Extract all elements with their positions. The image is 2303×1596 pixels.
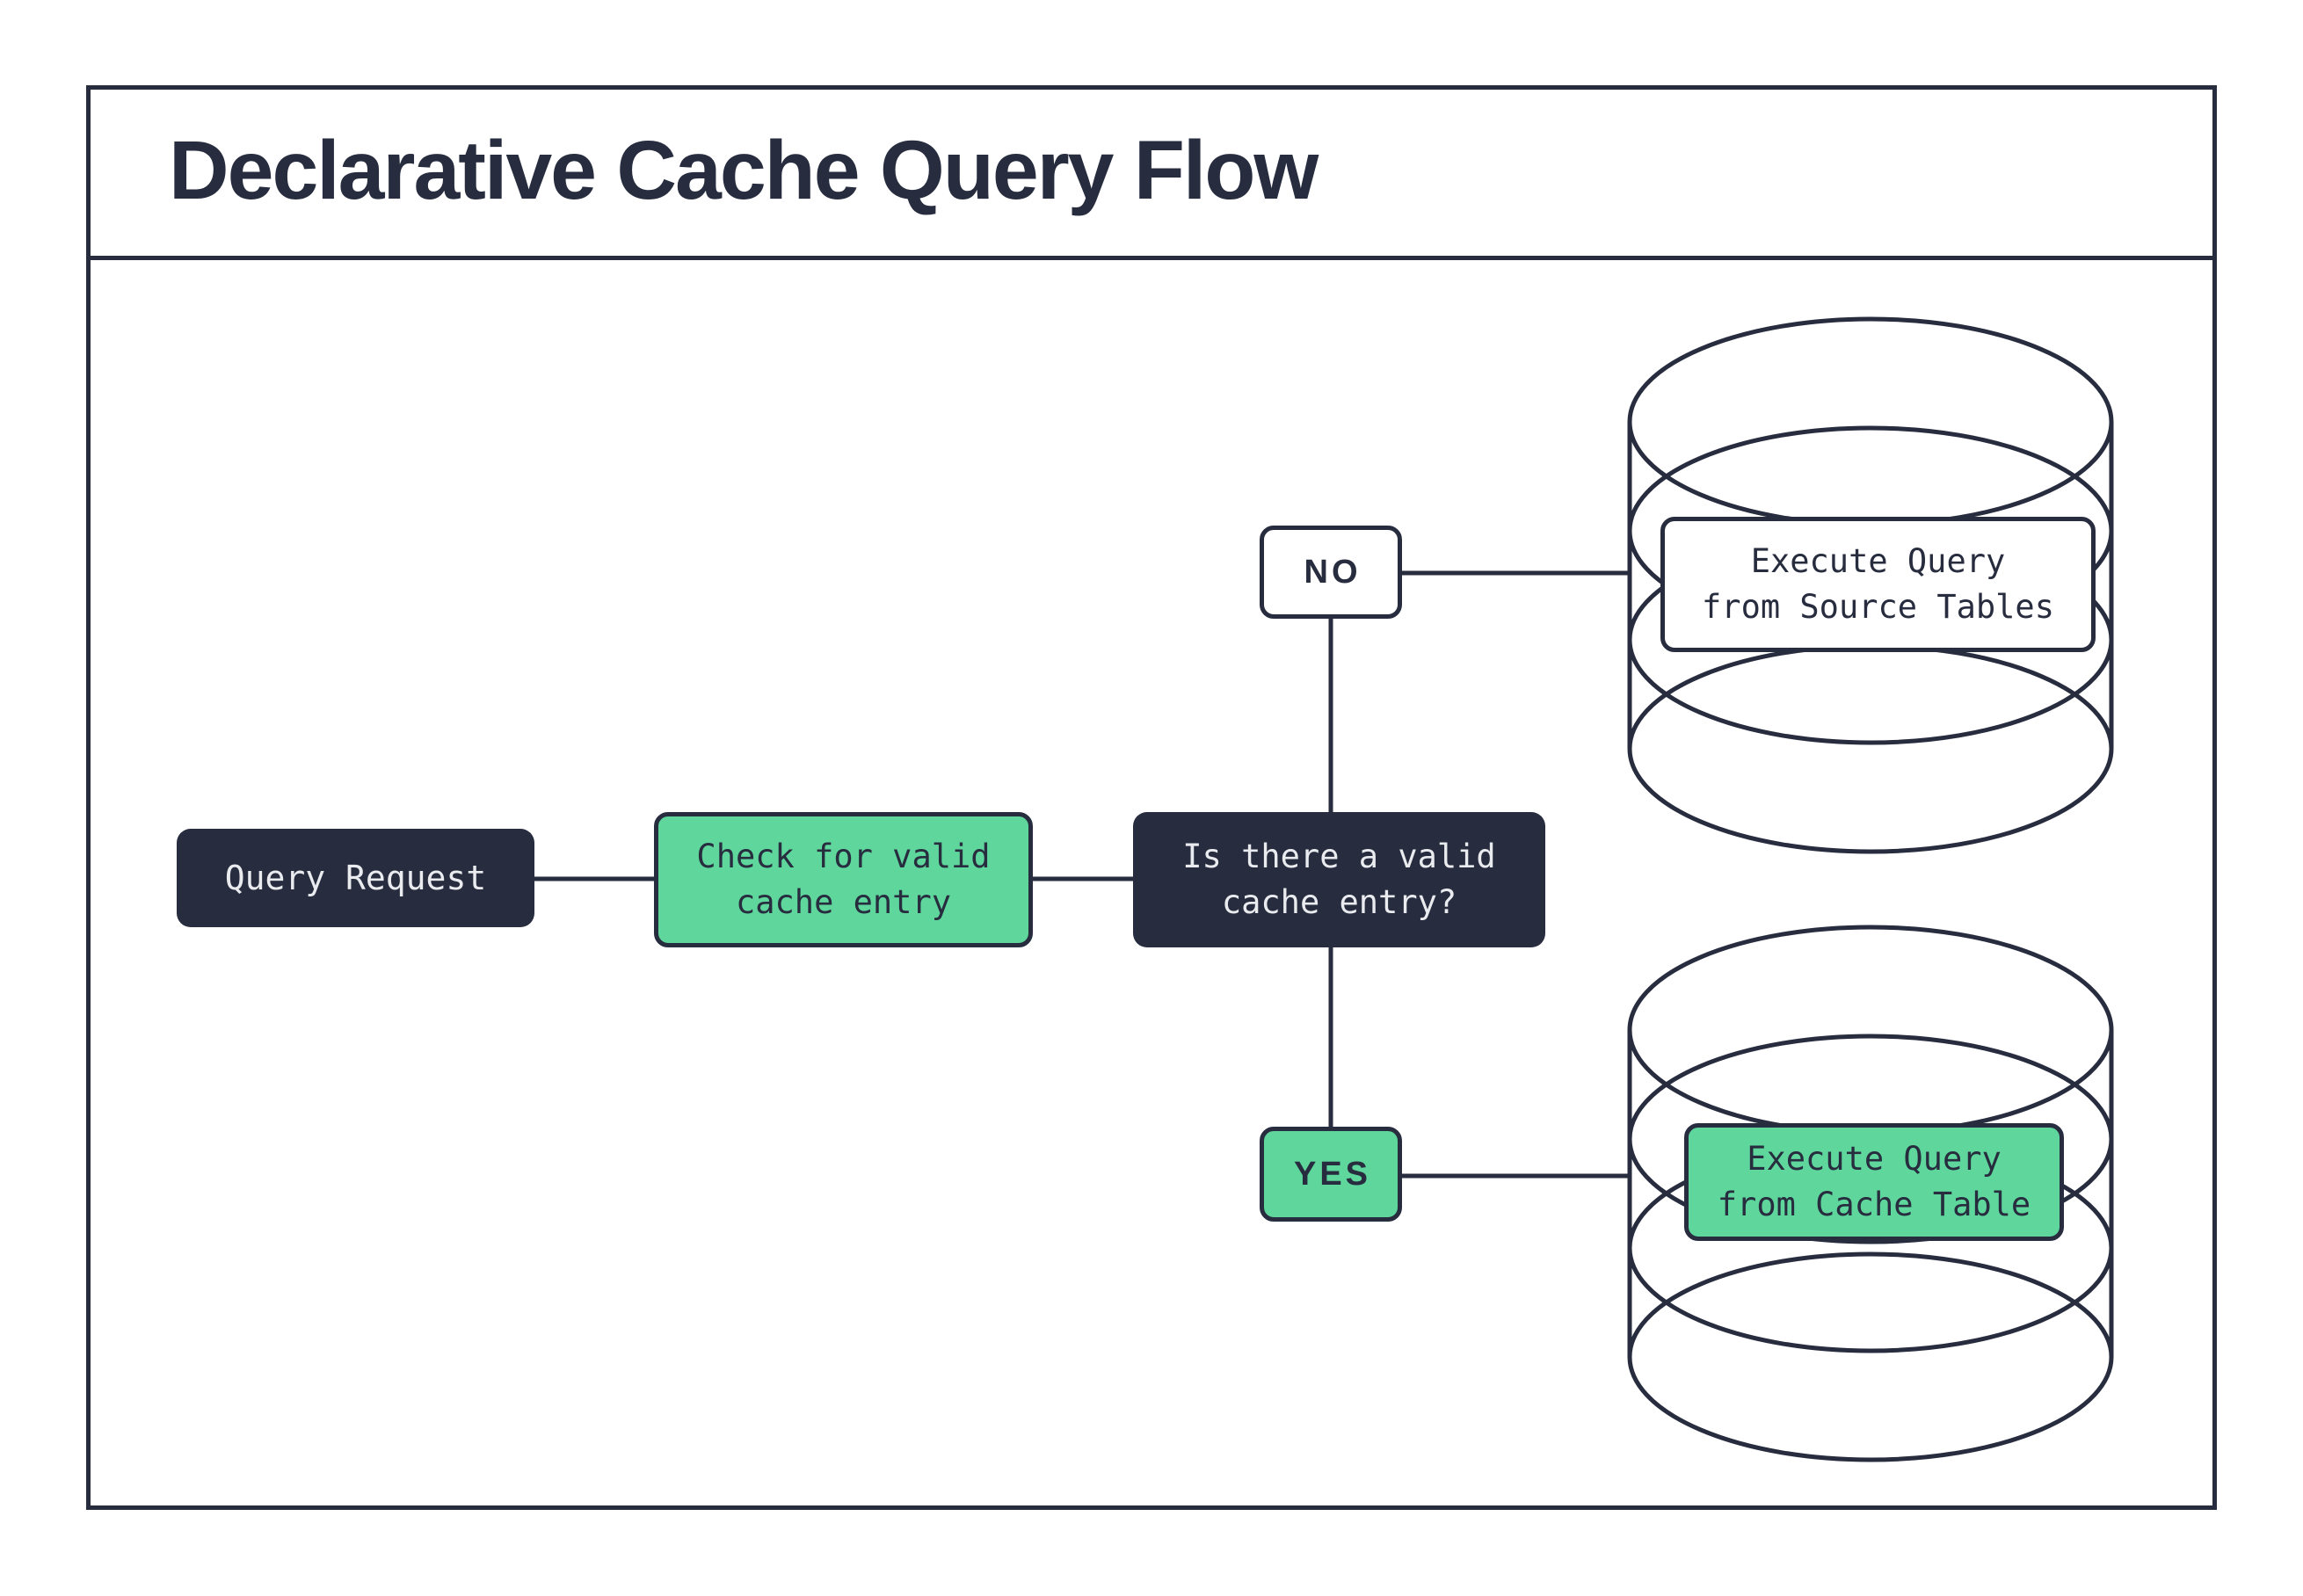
- page-title: Declarative Cache Query Flow: [169, 123, 1319, 217]
- node-execute-source-line1: Execute Query: [1750, 542, 2006, 580]
- node-check-cache-line1: Check for valid: [696, 838, 991, 875]
- node-yes-branch: YES: [1260, 1127, 1402, 1222]
- node-check-cache-line2: cache entry: [735, 883, 952, 921]
- node-query-request-label: Query Request: [224, 859, 487, 897]
- node-execute-cache-line1: Execute Query: [1747, 1140, 2002, 1178]
- diagram-frame: [86, 85, 2217, 1510]
- node-query-request: Query Request: [177, 829, 534, 927]
- node-execute-source-line2: from Source Tables: [1702, 588, 2054, 626]
- node-execute-cache: Execute Query from Cache Table: [1684, 1123, 2064, 1241]
- node-decision: Is there a valid cache entry?: [1133, 812, 1545, 947]
- node-check-cache: Check for valid cache entry: [654, 812, 1033, 947]
- node-execute-source: Execute Query from Source Tables: [1660, 517, 2096, 652]
- node-decision-line1: Is there a valid: [1182, 838, 1496, 875]
- node-no-label: NO: [1304, 553, 1362, 591]
- node-decision-line2: cache entry?: [1221, 883, 1457, 921]
- node-execute-cache-line2: from Cache Table: [1717, 1186, 2031, 1223]
- node-no-branch: NO: [1260, 526, 1402, 619]
- node-yes-label: YES: [1293, 1155, 1372, 1193]
- title-band: Declarative Cache Query Flow: [86, 85, 2217, 260]
